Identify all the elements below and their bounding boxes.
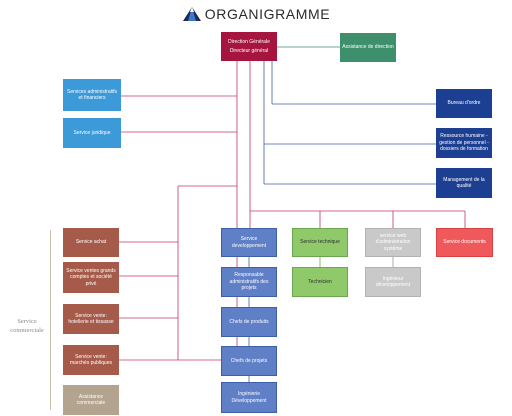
chefs-projets-label: Chefs de projets (230, 357, 268, 364)
service-developpement-box: Service developpement (221, 228, 277, 257)
ingenierie-label: Ingénierie Développement (231, 391, 267, 404)
services-admin-label: Services administratifs et financiers (66, 88, 117, 102)
ingenierie-box: Ingénierie Développement (221, 382, 277, 413)
bureau-ordre-label: Bureau d'ordre (447, 100, 481, 107)
direction-title: Direction Générale (228, 38, 270, 45)
service-technique-box: Service technique (292, 228, 348, 257)
service-juridique-label: Service juridique (73, 129, 111, 136)
mountain-logo-icon (182, 7, 201, 21)
ressource-humaine-box: Ressource humaine -gestion de personnel … (436, 128, 492, 158)
page-header: ORGANIGRAMME (0, 4, 512, 24)
direction-generale-box: Direction Générale Directeur général (221, 32, 277, 61)
chefs-produits-box: Chefs de produits (221, 307, 277, 337)
assistance-direction-box: Assistance de direction (340, 33, 396, 62)
commercial-bracket (50, 230, 55, 410)
ventes-grands-comptes-label: Service ventes grands comptes et société… (66, 267, 116, 287)
service-technique-label: Service technique (300, 239, 340, 246)
ventes-marches-label: Service vente: marchés publiques (70, 353, 112, 367)
technicien-label: Technicien (308, 278, 332, 285)
service-web-box: service web d'administration système (365, 228, 421, 257)
chefs-projets-box: Chefs de projets (221, 346, 277, 376)
service-developpement-label: Service developpement (231, 236, 267, 249)
direction-subtitle: Directeur général (229, 48, 269, 54)
responsable-admin-box: Responsable administratifs des projets (221, 267, 277, 297)
service-documents-box: Service documents (436, 228, 493, 257)
bureau-ordre-box: Bureau d'ordre (436, 89, 492, 118)
technicien-box: Technicien (292, 267, 348, 297)
ingenieur-dev-label: Ingénieur développement (375, 275, 411, 289)
ingenieur-dev-box: Ingénieur développement (365, 267, 421, 297)
page-title: ORGANIGRAMME (204, 6, 331, 22)
assistance-commerciale-label: Assistance commerciale (76, 393, 106, 407)
service-web-label: service web d'administration système (375, 232, 411, 252)
services-admin-box: Services administratifs et financiers (63, 79, 121, 111)
commercial-group-label: Service commerciale (10, 318, 44, 334)
responsable-admin-label: Responsable administratifs des projets (229, 272, 269, 292)
assistance-direction-label: Assistance de direction (342, 44, 394, 51)
service-juridique-box: Service juridique (63, 118, 121, 148)
chefs-produits-label: Chefs de produits (229, 318, 269, 325)
ventes-hotellerie-box: Service vente: hotellerie et tissasse (63, 304, 119, 334)
ventes-grands-comptes-box: Service ventes grands comptes et société… (63, 262, 119, 293)
management-qualite-label: Management de la qualité (443, 176, 485, 190)
assistance-commerciale-box: Assistance commerciale (63, 385, 119, 415)
ressource-humaine-label: Ressource humaine -gestion de personnel … (439, 133, 489, 153)
ventes-hotellerie-label: Service vente: hotellerie et tissasse (68, 312, 114, 326)
service-achat-label: Service achat (75, 239, 107, 246)
management-qualite-box: Management de la qualité (436, 168, 492, 198)
ventes-marches-box: Service vente: marchés publiques (63, 345, 119, 375)
service-achat-box: Service achat (63, 228, 119, 257)
service-documents-label: Service documents (443, 239, 486, 246)
